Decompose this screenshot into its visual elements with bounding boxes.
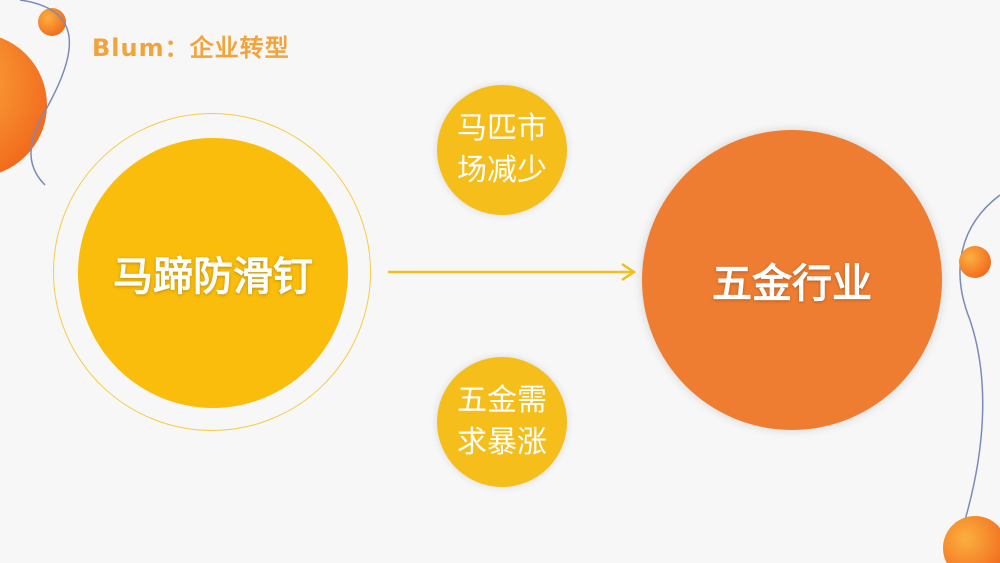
deco-circle-bottomright [943, 516, 1000, 563]
flow-arrow-head [621, 262, 637, 282]
deco-curve-topleft [19, 0, 71, 186]
slide-title: Blum：企业转型 [92, 34, 290, 62]
deco-dot-topleft [38, 8, 66, 36]
deco-dot-right [959, 246, 991, 278]
source-node: 马蹄防滑钉 [78, 138, 348, 408]
factor-top-circle: 马匹市场减少 [437, 85, 567, 215]
factor-bottom-label: 五金需求暴涨 [457, 383, 547, 460]
factor-top-label: 马匹市场减少 [457, 111, 547, 188]
source-node-ring [53, 113, 371, 431]
source-node-label: 马蹄防滑钉 [113, 254, 313, 300]
target-node-label: 五金行业 [712, 261, 872, 307]
target-node: 五金行业 [642, 130, 942, 430]
factor-bottom-circle: 五金需求暴涨 [437, 357, 567, 487]
deco-curve-right [959, 194, 1000, 521]
deco-circle-topleft [0, 37, 47, 173]
